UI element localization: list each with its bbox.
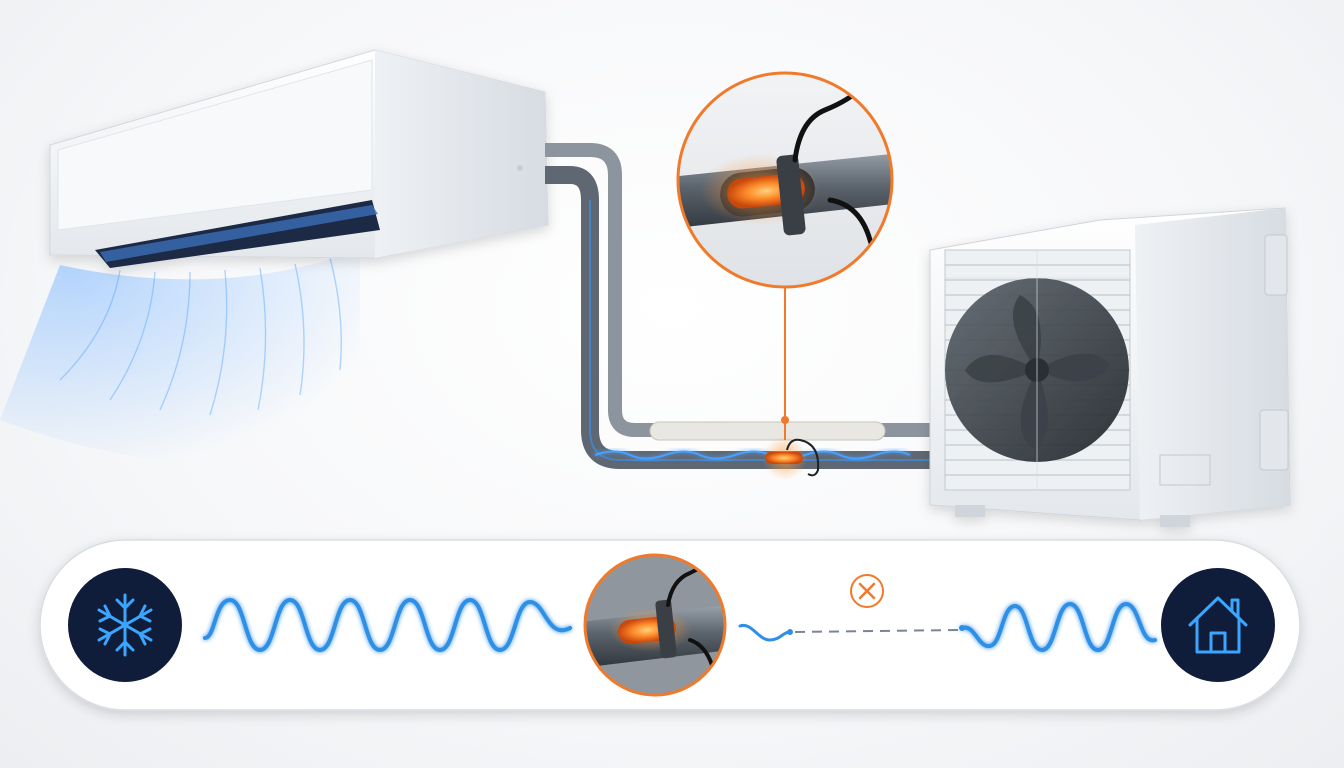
house-icon — [1161, 568, 1275, 682]
x-mark-icon — [850, 574, 884, 608]
cold-wave-right — [960, 601, 1157, 653]
process-panel — [39, 539, 1301, 711]
heater-device-icon — [583, 553, 727, 697]
weak-wave-stub — [738, 623, 792, 642]
heater-callout — [676, 71, 894, 289]
indoor-unit — [49, 49, 549, 268]
snowflake-icon — [68, 568, 182, 682]
cold-airflow — [0, 250, 360, 472]
cold-wave-left — [203, 597, 572, 653]
pipe-heater-small — [763, 436, 820, 480]
refrigerant-pipes — [545, 143, 935, 469]
outdoor-unit — [929, 207, 1291, 527]
